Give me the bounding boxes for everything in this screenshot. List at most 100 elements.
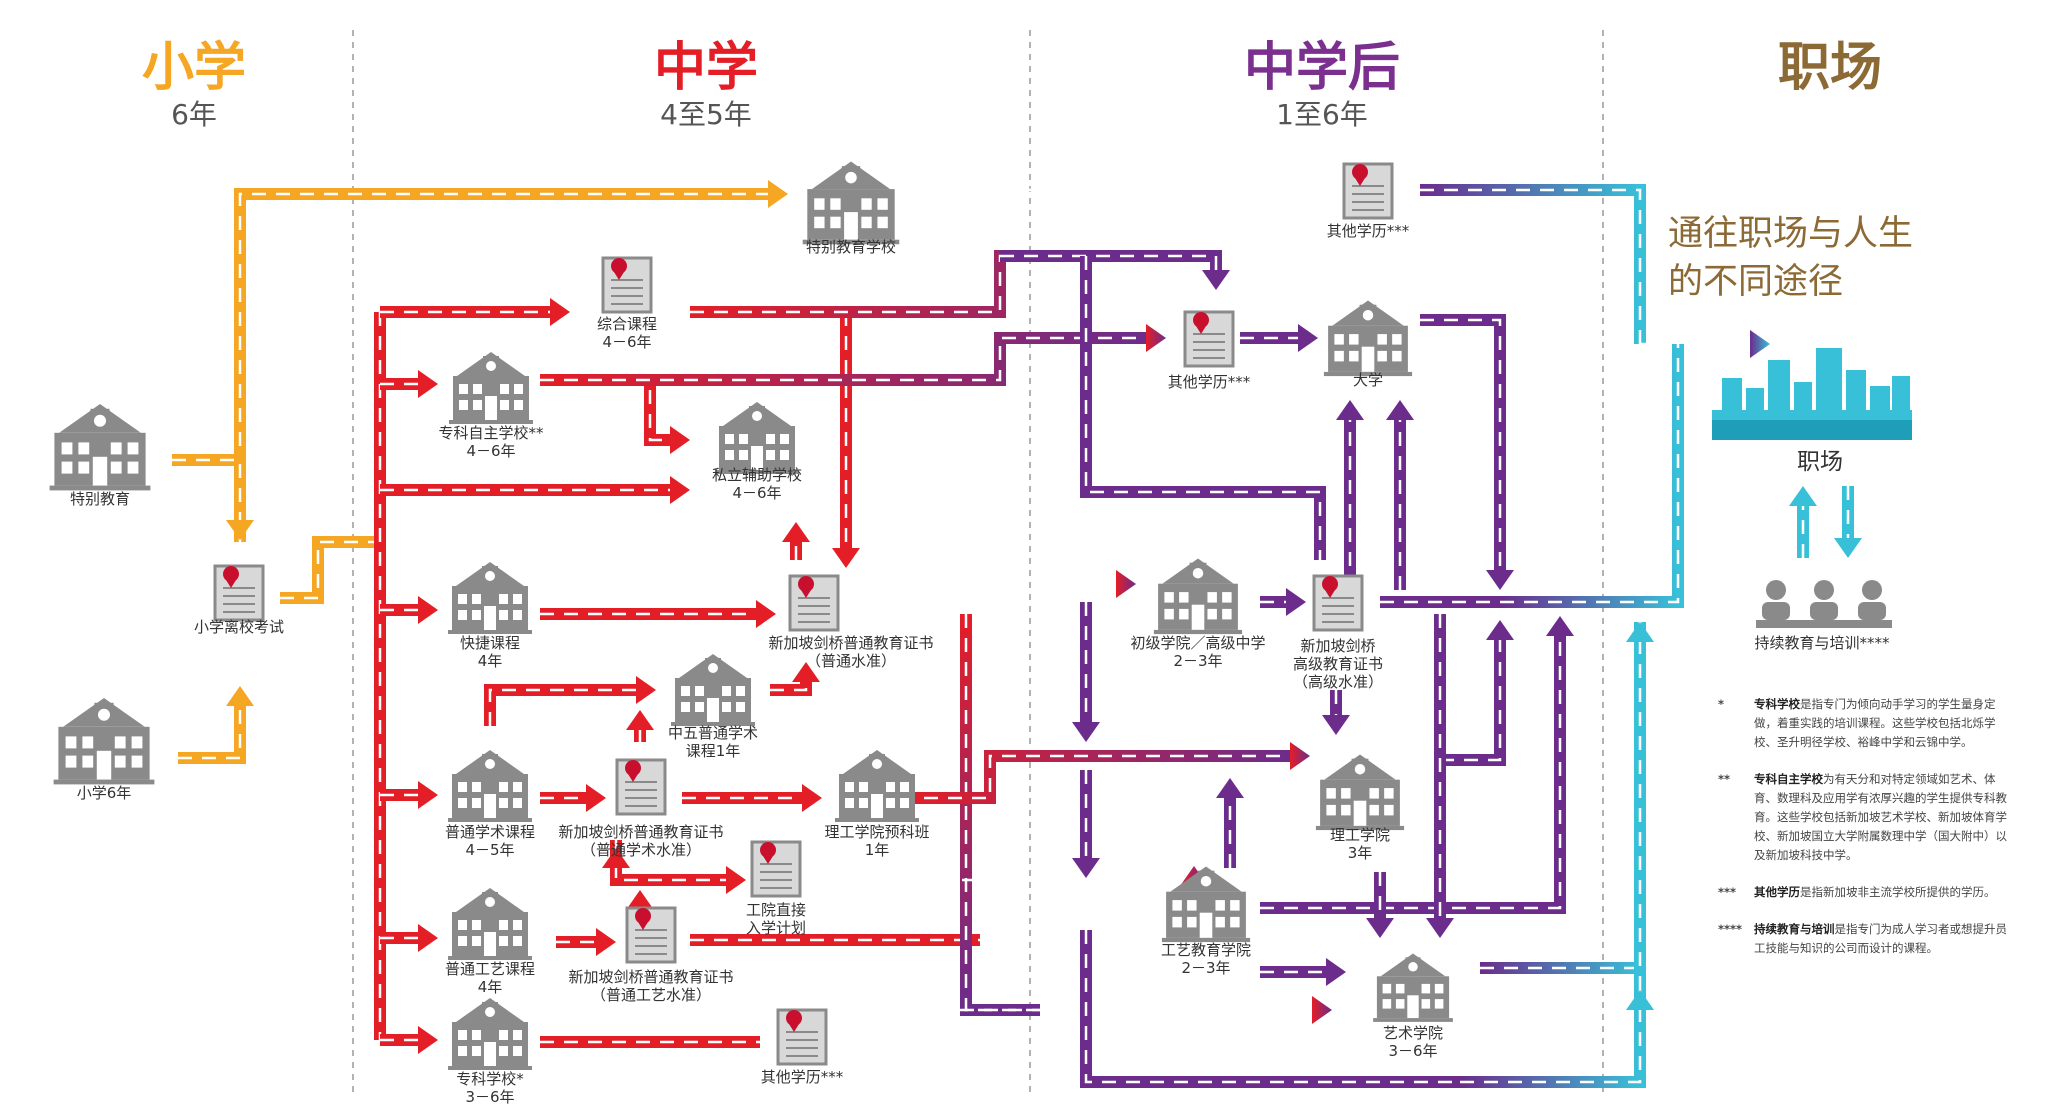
- p-other-to-univ: [1240, 324, 1318, 352]
- p-bottom-loop: [1080, 930, 1460, 1088]
- olevel-cert-icon: [788, 574, 840, 632]
- footnote-4: ****持续教育与培训是指专门为成人学习者或想提升员工技能与知识的公司而设计的课…: [1718, 920, 2018, 958]
- arrow-na-to-nacert: [540, 784, 606, 812]
- p-univ-to-left: [1420, 314, 1514, 590]
- label-poly-foundation: 理工学院预科班 1年: [824, 823, 930, 859]
- header-primary-sub: 6年: [171, 98, 217, 131]
- pc-bottom: [1460, 990, 1646, 1088]
- label-specialized: 专科学校* 3－6年: [456, 1070, 524, 1106]
- jc-school-icon: [1153, 558, 1243, 635]
- header-post-title: 中学后: [1243, 38, 1400, 98]
- label-jc: 初级学院／高级中学 2－3年: [1130, 634, 1266, 670]
- footnote-term: 其他学历: [1754, 885, 1800, 899]
- footnotes: *专科学校是指专门为倾向动手学习的学生量身定做，着重实践的培训课程。这些学校包括…: [1718, 695, 2018, 976]
- p-alevel-down: [1322, 690, 1350, 735]
- footnote-term: 持续教育与培训: [1754, 922, 1835, 936]
- header-primary-title: 小学: [141, 38, 246, 98]
- arrow-primary-to-psle: [178, 686, 254, 764]
- grad-pf-to-poly: [900, 742, 1310, 804]
- label-na-course: 普通学术课程 4－5年: [444, 823, 536, 859]
- tagline: 通往职场与人生 的不同途径: [1668, 214, 1914, 302]
- p-jc-down-2: [1072, 770, 1100, 878]
- line-psle-to-branch: [280, 536, 380, 604]
- special-school-icon: [802, 161, 900, 245]
- footnote-text: 为有天分和对特定领域如艺术、体育、数理科及应用学有浓厚兴趣的学生提供专科教育。这…: [1754, 772, 2007, 862]
- label-private-aided: 私立辅助学校 4－6年: [711, 466, 803, 502]
- label-workforce: 职场: [1797, 449, 1843, 475]
- header-primary: 小学 6年: [64, 38, 324, 132]
- footnote-mark: ****: [1718, 922, 1743, 936]
- p-jc-down-1: [1072, 602, 1100, 742]
- grad-indep-to-other: [540, 324, 1166, 386]
- other-quals-bottom-cert-icon: [776, 1008, 828, 1066]
- workforce-skyline-icon: [1712, 348, 1912, 440]
- p-top-to-univ: [1000, 250, 1230, 290]
- label-na-cert: 新加坡剑桥普通教育证书 （普通学术水准）: [558, 823, 724, 859]
- arrow-to-specialized: [380, 1026, 438, 1054]
- arrow-indep-to-private: [540, 374, 690, 454]
- arrow-special-to-psle: [172, 454, 254, 540]
- na-course-school-icon: [448, 750, 532, 822]
- label-special-school: 特别教育学校: [805, 238, 897, 256]
- cyan-cet-up: [1789, 486, 1817, 558]
- poly-foundation-school-icon: [835, 750, 919, 822]
- footnote-mark: ***: [1718, 885, 1737, 899]
- integrated-cert-icon: [601, 256, 653, 314]
- arts-school-icon: [1373, 953, 1453, 1022]
- arrow-nacert-to-pf: [682, 784, 822, 812]
- label-psle: 小学离校考试: [193, 618, 285, 636]
- header-post: 中学后 1至6年: [1192, 38, 1452, 132]
- grad-other-to-arts: [840, 996, 1332, 1024]
- na-cert-icon: [615, 758, 667, 816]
- special-ed-school-icon: [49, 404, 151, 491]
- nt-course-school-icon: [448, 888, 532, 960]
- footnote-term: 专科自主学校: [1754, 772, 1823, 786]
- p-down-center: [1426, 614, 1454, 938]
- cet-people-icon: [1756, 580, 1892, 628]
- arrow-nt-to-ntcert: [556, 928, 616, 956]
- pc-top: [1420, 184, 1646, 344]
- label-integrated: 综合课程 4－6年: [596, 315, 658, 351]
- p-ite-to-arts: [1260, 958, 1346, 986]
- label-nt-cert: 新加坡剑桥普通教育证书 （普通工艺水准）: [568, 968, 734, 1004]
- arrow-to-express: [380, 596, 438, 624]
- other-quals-mid-cert-icon: [1183, 310, 1235, 368]
- header-post-sub: 1至6年: [1276, 98, 1368, 131]
- grad-integrated: [690, 250, 1220, 318]
- label-sec5: 中五普通学术 课程1年: [667, 724, 759, 760]
- footnote-text: 是指专门为倾向动手学习的学生量身定做，着重实践的培训课程。这些学校包括北烁学校、…: [1754, 697, 1996, 749]
- footnote-1: *专科学校是指专门为倾向动手学习的学生量身定做，着重实践的培训课程。这些学校包括…: [1718, 695, 2018, 752]
- footnote-2: **专科自主学校为有天分和对特定领域如艺术、体育、数理科及应用学有浓厚兴趣的学生…: [1718, 770, 2018, 865]
- cyan-cet-down: [1834, 486, 1862, 558]
- arrow-to-specialized-indep: [380, 370, 438, 398]
- header-work: 职场: [1700, 38, 1960, 98]
- footnote-mark: *: [1718, 697, 1725, 711]
- university-icon: [1323, 300, 1413, 377]
- arrow-to-na-course: [380, 781, 438, 809]
- express-school-icon: [448, 562, 532, 634]
- arrow-to-nt-course: [380, 924, 438, 952]
- nt-cert-icon: [625, 906, 677, 964]
- label-o-level: 新加坡剑桥普通教育证书 （普通水准）: [768, 634, 934, 670]
- p-poly-down: [1366, 872, 1394, 938]
- specialized-school-icon: [448, 998, 532, 1070]
- label-specialized-indep: 专科自主学校** 4－6年: [438, 424, 544, 460]
- poly-school-icon: [1315, 754, 1405, 831]
- label-primary6: 小学6年: [76, 784, 132, 802]
- label-dpp: 工院直接 入学计划: [745, 901, 807, 937]
- label-university: 大学: [1352, 371, 1384, 389]
- arrow-na-to-sec5-up: [626, 710, 654, 742]
- cyan-up-1: [1626, 622, 1654, 990]
- cyan-up-2: [1626, 990, 1654, 1010]
- arrow-private-up: [782, 522, 810, 560]
- p-alevel-to-univ-1: [1336, 400, 1364, 590]
- column-dividers: [352, 30, 1604, 1095]
- arrow-to-special-school: [234, 180, 788, 542]
- p-ite-to-poly-2: [1260, 616, 1574, 914]
- label-nt-course: 普通工艺课程 4年: [444, 960, 536, 996]
- label-arts: 艺术学院 3－6年: [1382, 1024, 1444, 1060]
- psle-cert-icon: [213, 564, 265, 622]
- sec5-school-icon: [671, 654, 755, 726]
- header-secondary-title: 中学: [653, 38, 758, 98]
- primary-school-icon: [53, 698, 155, 785]
